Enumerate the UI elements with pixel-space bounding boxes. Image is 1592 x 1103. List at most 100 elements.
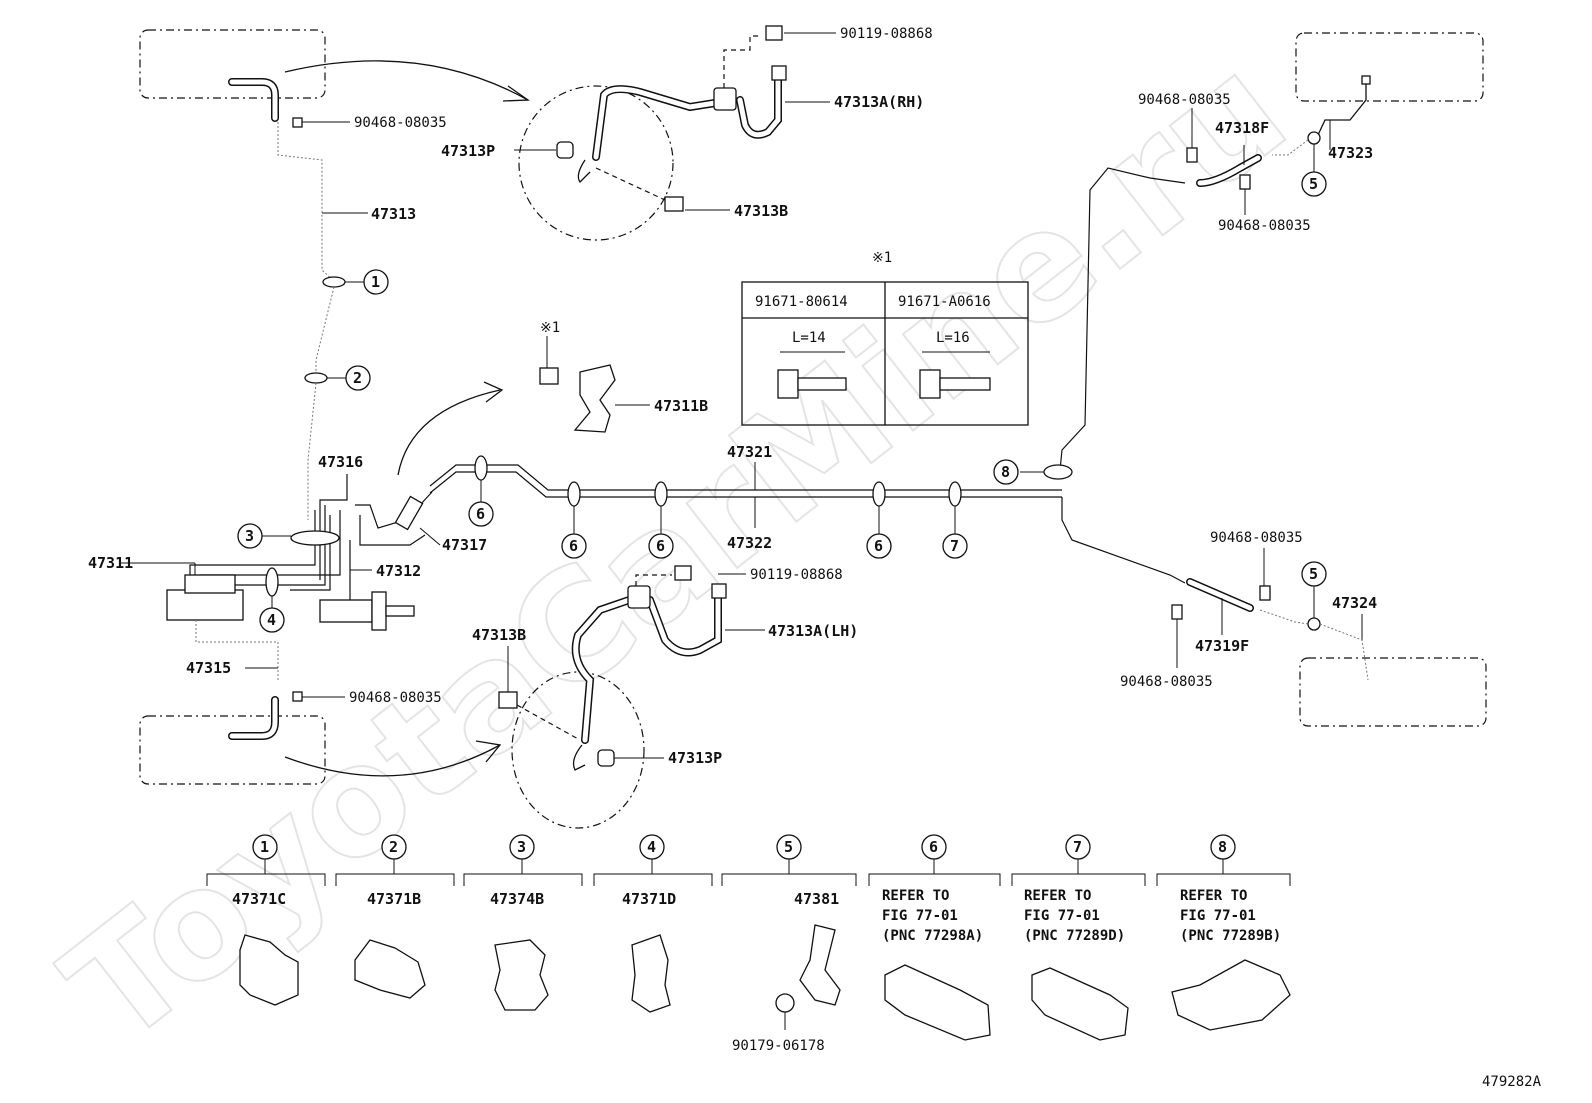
clamp-77289D-image bbox=[1031, 967, 1129, 1041]
legend-part-47371B: 47371B bbox=[367, 890, 421, 908]
svg-text:6: 6 bbox=[476, 505, 485, 523]
legend-refer-8-line2: FIG 77-01 bbox=[1180, 908, 1256, 924]
legend-refer-7-line1: REFER TO bbox=[1024, 888, 1091, 904]
part-label-47313P-top: 47313P bbox=[441, 142, 495, 160]
svg-text:3: 3 bbox=[245, 527, 254, 545]
svg-text:4: 4 bbox=[267, 611, 276, 629]
front-hose-stub-top bbox=[228, 78, 279, 122]
part-label-90468-tr1: 90468-08035 bbox=[1138, 92, 1231, 108]
legend-part-47381: 47381 bbox=[794, 890, 839, 908]
legend-part-47374B: 47374B bbox=[490, 890, 544, 908]
bracket-lh bbox=[627, 585, 651, 609]
svg-text:7: 7 bbox=[1073, 838, 1082, 856]
part-label-90119-top: 90119-08868 bbox=[840, 26, 933, 42]
arrow-to-lh-detail bbox=[284, 744, 501, 777]
legend-group-5: 5 47381 90179-06178 bbox=[721, 834, 857, 1054]
clip-90468-top-left bbox=[292, 117, 303, 128]
clamp-47371D-image bbox=[631, 934, 671, 1013]
part-label-90468-br1: 90468-08035 bbox=[1210, 530, 1303, 546]
arrow-to-rh-detail bbox=[284, 60, 529, 101]
table-col2-part: 91671-A0616 bbox=[898, 294, 991, 310]
svg-text:3: 3 bbox=[517, 838, 526, 856]
bolt-47313B-top bbox=[664, 196, 684, 212]
clamp-4 bbox=[265, 567, 279, 597]
callout-circle-4 bbox=[259, 607, 285, 633]
callout-circle-1 bbox=[363, 269, 389, 295]
clamp-47374B-image bbox=[494, 939, 549, 1011]
arrow-to-47311B bbox=[397, 389, 501, 476]
bolt-91671-80614 bbox=[777, 369, 799, 399]
hose-47324 bbox=[1319, 623, 1369, 681]
bolt-47313B-bottom bbox=[498, 691, 518, 709]
callout-circle-6-d bbox=[866, 533, 892, 559]
clamp-1 bbox=[322, 276, 346, 288]
brake-pipe-47313 bbox=[277, 122, 336, 283]
bolt-91671-A0616 bbox=[919, 369, 941, 399]
union-47317 bbox=[394, 495, 424, 531]
legend-group-7: 7 REFER TO FIG 77-01 (PNC 77289D) bbox=[1011, 834, 1146, 1041]
svg-text:2: 2 bbox=[353, 369, 362, 387]
clamp-3 bbox=[290, 530, 340, 546]
brake-pipe-47316 bbox=[319, 474, 348, 580]
clip-90468-bottom-left bbox=[292, 691, 303, 702]
part-label-47313A-lh: 47313A(LH) bbox=[768, 622, 858, 640]
legend-group-4: 4 47371D bbox=[593, 834, 713, 1013]
clamp-77289B-image bbox=[1171, 959, 1291, 1031]
clip-90468-tr1 bbox=[1186, 147, 1198, 163]
legend-refer-8-line1: REFER TO bbox=[1180, 888, 1247, 904]
callout-circle-3 bbox=[237, 523, 263, 549]
clamp-47371B-image bbox=[354, 939, 426, 999]
svg-text:5: 5 bbox=[1309, 565, 1318, 583]
svg-text:1: 1 bbox=[260, 838, 269, 856]
watermark: ToyotaCarMine.ru bbox=[35, 23, 1317, 1078]
part-label-47324: 47324 bbox=[1332, 594, 1377, 612]
part-label-47319F: 47319F bbox=[1195, 637, 1249, 655]
legend-part-90179-06178: 90179-06178 bbox=[732, 1038, 825, 1054]
part-label-47311B: 47311B bbox=[654, 397, 708, 415]
union-lh bbox=[711, 583, 727, 599]
diagram-id: 479282A bbox=[1482, 1074, 1542, 1090]
svg-text:8: 8 bbox=[1218, 838, 1227, 856]
front-left-area-box bbox=[139, 29, 326, 99]
hose-47323 bbox=[1317, 80, 1367, 136]
clamp-6-d bbox=[872, 481, 886, 507]
legend-refer-8-line3: (PNC 77289B) bbox=[1180, 928, 1281, 944]
legend-refer-7-line3: (PNC 77289D) bbox=[1024, 928, 1125, 944]
clamp-77298A-image bbox=[884, 964, 991, 1041]
table-note-mark: ※1 bbox=[872, 250, 892, 266]
bolt-note1 bbox=[539, 367, 559, 385]
clip-90468-br1 bbox=[1259, 585, 1271, 601]
callout-circle-6-a bbox=[468, 501, 494, 527]
part-label-47313P-bottom: 47313P bbox=[668, 749, 722, 767]
svg-text:5: 5 bbox=[1309, 175, 1318, 193]
clip-90468-br2 bbox=[1171, 604, 1183, 620]
clamp-2 bbox=[304, 372, 328, 384]
part-label-90468-br2: 90468-08035 bbox=[1120, 674, 1213, 690]
svg-text:6: 6 bbox=[929, 838, 938, 856]
svg-text:8: 8 bbox=[1001, 463, 1010, 481]
legend-refer-7-line2: FIG 77-01 bbox=[1024, 908, 1100, 924]
part-label-47312: 47312 bbox=[376, 562, 421, 580]
svg-text:5: 5 bbox=[784, 838, 793, 856]
part-label-47316: 47316 bbox=[318, 453, 363, 471]
clamp-5-top bbox=[1307, 131, 1321, 145]
part-label-47315: 47315 bbox=[186, 659, 231, 677]
table-col1-part: 91671-80614 bbox=[755, 294, 848, 310]
rear-right-area-box bbox=[1295, 32, 1484, 102]
gasket-47313P-top bbox=[556, 141, 574, 159]
callout-circle-5-top bbox=[1301, 171, 1327, 197]
svg-text:4: 4 bbox=[647, 838, 656, 856]
brake-pipe-to-rear-left bbox=[1061, 497, 1186, 584]
nut-90179-image bbox=[775, 993, 795, 1013]
legend-group-6: 6 REFER TO FIG 77-01 (PNC 77298A) bbox=[868, 834, 1001, 1041]
rh-caliper-area bbox=[518, 85, 674, 241]
clamp-6-b bbox=[567, 481, 581, 507]
callout-circle-6-b bbox=[561, 533, 587, 559]
svg-text:2: 2 bbox=[389, 838, 398, 856]
svg-text:6: 6 bbox=[874, 537, 883, 555]
legend-group-2: 2 47371B bbox=[335, 834, 455, 999]
bracket-rh bbox=[713, 87, 737, 111]
clamp-7 bbox=[948, 481, 962, 507]
